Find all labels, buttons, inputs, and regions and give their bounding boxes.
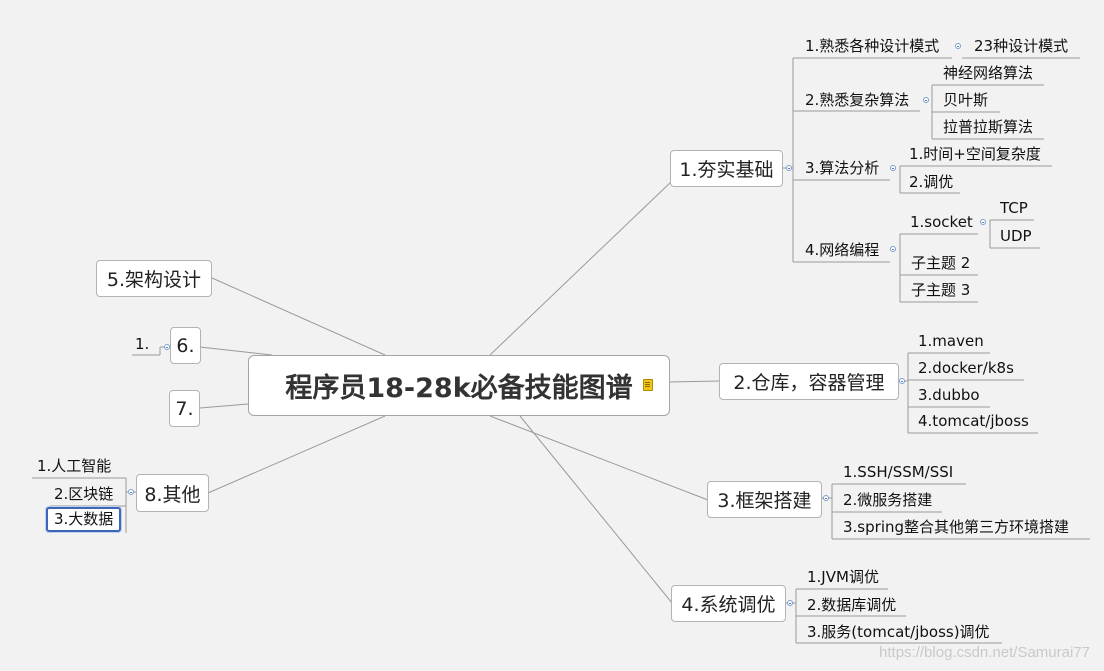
topic-b2-3[interactable]: 3.dubbo — [918, 386, 980, 404]
topic-b1-2-2[interactable]: 贝叶斯 — [943, 91, 989, 109]
collapse-toggle-icon[interactable] — [955, 43, 961, 49]
collapse-toggle-icon[interactable] — [890, 165, 896, 171]
root-topic[interactable]: 程序员18-28k必备技能图谱 — [248, 355, 670, 416]
topic-b1-3[interactable]: 3.算法分析 — [805, 159, 880, 177]
topic-b8-3-selected[interactable]: 3.大数据 — [46, 507, 122, 532]
collapse-toggle-icon[interactable] — [823, 495, 829, 501]
link-root-b5 — [211, 277, 386, 356]
collapse-toggle-icon[interactable] — [899, 378, 905, 384]
link-root-b6 — [199, 346, 273, 356]
link-root-b2 — [667, 380, 721, 383]
topic-b3-3[interactable]: 3.spring整合其他第三方环境搭建 — [843, 518, 1070, 536]
topic-b4-label: 4.系统调优 — [681, 594, 776, 616]
topic-b1-2-3[interactable]: 拉普拉斯算法 — [943, 118, 1034, 136]
topic-b3-1[interactable]: 1.SSH/SSM/SSI — [843, 463, 954, 481]
topic-b1-3-1[interactable]: 1.时间+空间复杂度 — [909, 145, 1041, 163]
watermark: https://blog.csdn.net/Samurai77 — [879, 644, 1090, 661]
topic-b7-label: 7. — [175, 397, 194, 420]
link-root-b8 — [207, 415, 386, 494]
topic-b5[interactable]: 5.架构设计 — [96, 260, 212, 297]
collapse-toggle-icon[interactable] — [980, 219, 986, 225]
topic-b1-4-1[interactable]: 1.socket — [910, 213, 973, 231]
topic-b1-4-1-1[interactable]: TCP — [1000, 199, 1028, 217]
note-icon[interactable] — [643, 379, 653, 391]
topic-b1-4-3[interactable]: 子主题 3 — [911, 281, 971, 299]
collapse-toggle-icon[interactable] — [786, 165, 792, 171]
link-root-b1 — [489, 180, 673, 356]
topic-b8-label: 8.其他 — [144, 483, 201, 506]
topic-b6-1[interactable]: 1. — [135, 335, 150, 353]
topic-b1-1[interactable]: 1.熟悉各种设计模式 — [805, 37, 940, 55]
topic-b2-2[interactable]: 2.docker/k8s — [918, 359, 1014, 377]
topic-b6-label: 6. — [176, 334, 195, 357]
topic-b2-label: 2.仓库，容器管理 — [733, 372, 885, 394]
topic-b1-label: 1.夯实基础 — [679, 159, 774, 181]
topic-b2-1[interactable]: 1.maven — [918, 332, 984, 350]
root-topic-label: 程序员18-28k必备技能图谱 — [285, 373, 633, 404]
topic-b2-4[interactable]: 4.tomcat/jboss — [918, 412, 1029, 430]
topic-b4-2[interactable]: 2.数据库调优 — [807, 596, 897, 614]
link-root-b7 — [199, 403, 249, 409]
topic-b4-3[interactable]: 3.服务(tomcat/jboss)调优 — [807, 623, 990, 641]
link-root-b4 — [519, 415, 673, 604]
topic-b4-1[interactable]: 1.JVM调优 — [807, 568, 879, 586]
topic-b3-2[interactable]: 2.微服务搭建 — [843, 491, 933, 509]
collapse-toggle-icon[interactable] — [164, 344, 170, 350]
topic-b1[interactable]: 1.夯实基础 — [670, 150, 783, 187]
topic-b1-2[interactable]: 2.熟悉复杂算法 — [805, 91, 910, 109]
collapse-toggle-icon[interactable] — [890, 246, 896, 252]
topic-b1-1-1[interactable]: 23种设计模式 — [974, 37, 1069, 55]
topic-b8-2[interactable]: 2.区块链 — [54, 485, 114, 503]
topic-b1-2-1[interactable]: 神经网络算法 — [943, 64, 1034, 82]
topic-b2[interactable]: 2.仓库，容器管理 — [719, 363, 899, 400]
topic-b4[interactable]: 4.系统调优 — [671, 585, 786, 622]
topic-b1-4[interactable]: 4.网络编程 — [805, 241, 880, 259]
collapse-toggle-icon[interactable] — [128, 489, 134, 495]
collapse-toggle-icon[interactable] — [923, 97, 929, 103]
topic-b8-1[interactable]: 1.人工智能 — [37, 457, 112, 475]
topic-b3-label: 3.框架搭建 — [717, 490, 812, 512]
topic-b3[interactable]: 3.框架搭建 — [707, 481, 822, 518]
topic-b8[interactable]: 8.其他 — [136, 474, 209, 512]
topic-b7[interactable]: 7. — [169, 390, 200, 427]
topic-b6[interactable]: 6. — [170, 327, 201, 364]
link-root-b3 — [489, 415, 709, 501]
topic-b1-4-1-2[interactable]: UDP — [1000, 227, 1032, 245]
topic-b5-label: 5.架构设计 — [106, 269, 202, 291]
topic-b1-3-2[interactable]: 2.调优 — [909, 173, 954, 191]
collapse-toggle-icon[interactable] — [787, 600, 793, 606]
topic-b1-4-2[interactable]: 子主题 2 — [911, 254, 971, 272]
